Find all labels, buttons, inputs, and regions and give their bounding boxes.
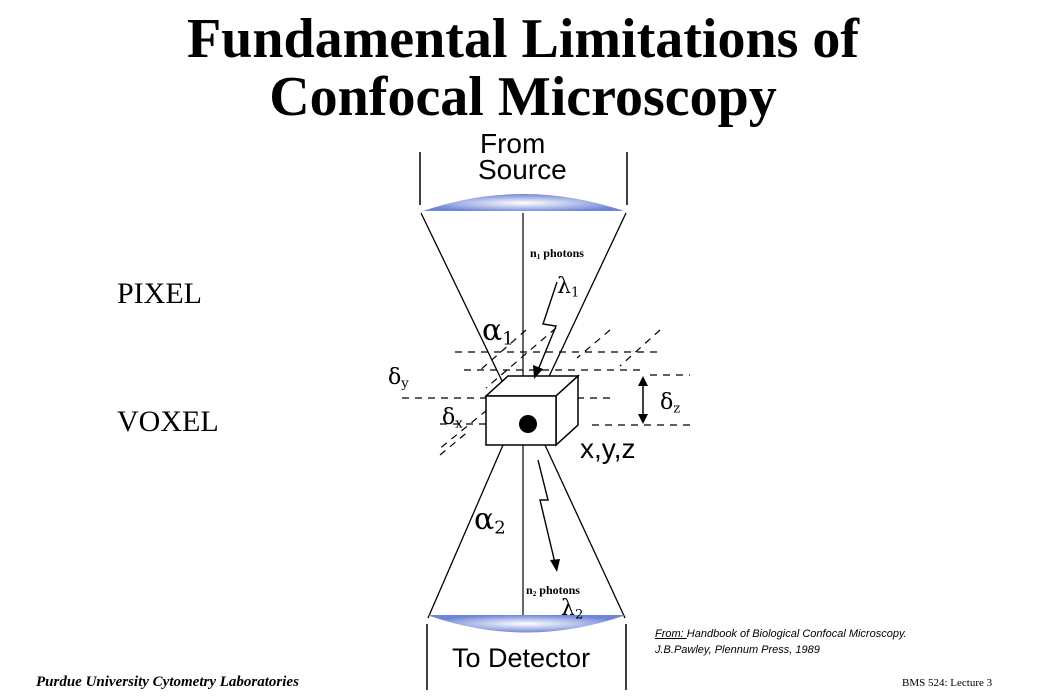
footer-lecture: BMS 524: Lecture 3	[902, 677, 993, 689]
page-title-line-1: Fundamental Limitations of	[186, 8, 860, 70]
citation-line-2: J.B.Pawley, Plennum Press, 1989	[655, 644, 820, 656]
n1-rest: photons	[540, 246, 584, 260]
beam-upper-right	[544, 212, 627, 386]
alpha2-label: α2	[474, 502, 506, 537]
lambda1-symbol: λ	[557, 274, 571, 299]
pixel-label: PIXEL	[117, 277, 202, 310]
footer-lab-name: Purdue University Cytometry Laboratories	[36, 674, 299, 690]
delta-y-sub: y	[401, 376, 409, 392]
sample-point	[519, 415, 537, 433]
n2-base: n	[526, 583, 533, 597]
beam-lower-right	[544, 444, 626, 619]
delta-z-sub: z	[673, 401, 681, 417]
citation: From: Handbook of Biological Confocal Mi…	[655, 626, 907, 658]
delta-x-symbol: δ	[442, 405, 456, 430]
citation-line-1: From: Handbook of Biological Confocal Mi…	[655, 626, 907, 642]
alpha2-symbol: α	[474, 502, 495, 537]
citation-from-label: From:	[655, 628, 687, 640]
voxel-planes	[402, 327, 690, 456]
voxel-label: VOXEL	[117, 405, 219, 438]
lambda2-label: λ2	[561, 596, 583, 621]
beam-lower-left	[427, 444, 504, 619]
beam-upper-left	[420, 212, 505, 386]
n1-photons-label: n1 photons	[530, 246, 584, 261]
delta-x-label: δx	[442, 405, 463, 430]
page-title-line-2: Confocal Microscopy	[269, 66, 777, 128]
delta-z-label: δz	[660, 390, 680, 415]
delta-z-symbol: δ	[660, 390, 674, 415]
source-lens	[420, 194, 627, 212]
alpha1-symbol: α	[482, 313, 503, 348]
lambda2-sub: 2	[574, 607, 584, 623]
delta-x-sub: x	[455, 416, 463, 432]
lambda1-label: λ1	[557, 274, 579, 299]
n1-sub: 1	[536, 252, 541, 261]
from-label: From	[480, 128, 546, 159]
voxel-cube	[484, 374, 580, 447]
incoming-photon-path	[537, 281, 558, 371]
alpha1-label: α1	[482, 313, 514, 348]
n2-rest: photons	[536, 583, 580, 597]
delta-y-label: δy	[388, 365, 409, 390]
n2-photons-label: n2 photons	[526, 583, 580, 598]
alpha1-sub: 1	[502, 328, 514, 350]
to-detector-label: To Detector	[452, 643, 591, 673]
lambda2-symbol: λ	[561, 596, 575, 621]
lambda1-sub: 1	[570, 285, 580, 301]
n2-sub: 2	[532, 589, 537, 598]
xyz-label: x,y,z	[580, 433, 636, 464]
alpha2-sub: 2	[494, 517, 506, 539]
citation-title: Handbook of Biological Confocal Microsco…	[686, 628, 907, 640]
delta-y-symbol: δ	[388, 365, 402, 390]
n1-base: n	[530, 246, 537, 260]
outgoing-photon-path	[537, 459, 556, 564]
source-label: Source	[478, 154, 567, 185]
detector-lens	[427, 615, 626, 633]
